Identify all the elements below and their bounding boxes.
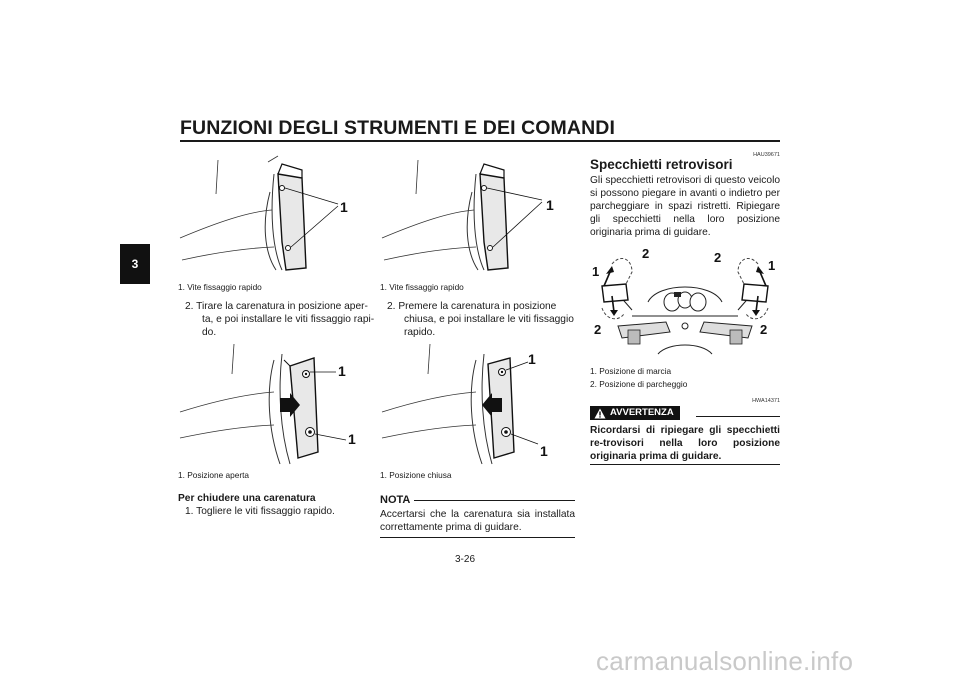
callout-1: 1 <box>546 197 554 213</box>
label-parking-right-top: 2 <box>714 250 721 265</box>
figure-caption-2: 2. Posizione di parcheggio <box>590 379 688 389</box>
label-parking-right-bottom: 2 <box>760 322 767 337</box>
callout-1-bottom: 1 <box>540 443 548 459</box>
title-underline <box>180 140 780 142</box>
callout-1-top: 1 <box>338 363 346 379</box>
figure-caption-1: 1. Posizione di marcia <box>590 366 672 376</box>
warning-triangle-icon <box>594 408 606 418</box>
figure-cowling-screw: 1 <box>178 152 368 276</box>
warning-code: HWA14371 <box>752 398 780 404</box>
label-parking-left-bottom: 2 <box>594 322 601 337</box>
callout-1-bottom: 1 <box>348 431 356 447</box>
warning-label: AVVERTENZA <box>610 407 674 418</box>
label-running-left: 1 <box>592 264 599 279</box>
figure-caption: 1. Vite fissaggio rapido <box>380 282 464 292</box>
page-number: 3-26 <box>455 554 476 565</box>
watermark: carmanualsonline.info <box>596 646 854 676</box>
nota-bottom-rule <box>380 537 575 538</box>
figure-caption: 1. Vite fissaggio rapido <box>178 282 262 292</box>
figure-cowling-closed: 1 1 <box>380 340 570 466</box>
figure-caption: 1. Posizione aperta <box>178 470 250 480</box>
page-title: FUNZIONI DEGLI STRUMENTI E DEI COMANDI <box>180 117 615 139</box>
warning-bottom-rule <box>590 464 780 465</box>
nota-text: Accertarsi che la carenatura sia install… <box>380 509 575 533</box>
mirrors-paragraph: Gli specchietti retrovisori di questo ve… <box>590 175 780 238</box>
nota-label: NOTA <box>380 494 411 506</box>
callout-1: 1 <box>340 199 348 215</box>
step-1-close: 1. Togliere le viti fissaggio rapido. <box>185 506 335 517</box>
warning-top-rule <box>696 416 780 417</box>
section-heading: Per chiudere una carenatura <box>178 493 316 504</box>
warning-badge: AVVERTENZA <box>590 406 680 420</box>
step-2-open: 2. Tirare la carenatura in posizione ape… <box>185 301 375 338</box>
callout-1-top: 1 <box>528 351 536 367</box>
label-running-right: 1 <box>768 258 775 273</box>
chapter-tab: 3 <box>120 244 150 284</box>
section-heading: Specchietti retrovisori <box>590 157 733 172</box>
nota-top-rule <box>414 500 575 501</box>
warning-text: Ricordarsi di ripiegare gli specchietti … <box>590 425 780 462</box>
figure-mirrors: 1 2 2 2 1 2 <box>588 242 782 360</box>
label-parking-left-top: 2 <box>642 246 649 261</box>
step-2-close: 2. Premere la carenatura in posizione ch… <box>387 301 574 338</box>
reference-code: HAU39671 <box>753 152 780 158</box>
figure-cowling-screw: 1 <box>380 152 570 276</box>
figure-cowling-open: 1 1 <box>178 340 368 466</box>
figure-caption: 1. Posizione chiusa <box>380 470 452 480</box>
